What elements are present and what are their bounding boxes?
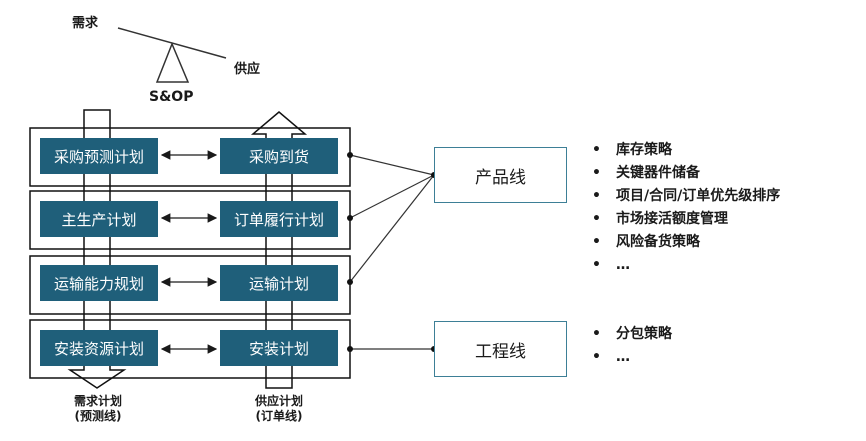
- engineering-line-box: 工程线: [434, 321, 567, 377]
- product-strategy-list: 库存策略 关键器件储备 项目/合同/订单优先级排序 市场接活额度管理 风险备货策…: [590, 139, 780, 277]
- sop-label: S&OP: [149, 89, 194, 105]
- list-item: 项目/合同/订单优先级排序: [590, 185, 780, 208]
- supply-label: 供应: [234, 62, 261, 77]
- connector-dots: [347, 152, 437, 352]
- box-procurement-arrival: 采购到货: [220, 138, 338, 174]
- box-procurement-forecast: 采购预测计划: [40, 138, 158, 174]
- list-item: 市场接活额度管理: [590, 208, 780, 231]
- list-item: …: [590, 346, 672, 369]
- connector-lines: [349, 154, 435, 350]
- balance-icon: [117, 27, 227, 83]
- product-line-box: 产品线: [434, 147, 567, 203]
- list-item: 库存策略: [590, 139, 780, 162]
- double-arrows: [160, 150, 218, 354]
- engineering-strategy-list: 分包策略 …: [590, 323, 672, 369]
- box-install-resource: 安装资源计划: [40, 330, 158, 366]
- list-item: 风险备货策略: [590, 231, 780, 254]
- supply-plan-label: 供应计划 (订单线): [233, 394, 325, 424]
- supply-plan-title: 供应计划: [254, 394, 303, 408]
- demand-plan-label: 需求计划 (预测线): [52, 394, 144, 424]
- list-item: …: [590, 254, 780, 277]
- box-install-plan: 安装计划: [220, 330, 338, 366]
- demand-line-subtitle: (预测线): [74, 409, 122, 423]
- box-transport-capacity: 运输能力规划: [40, 265, 158, 301]
- box-master-production: 主生产计划: [40, 201, 158, 237]
- demand-label: 需求: [72, 16, 99, 31]
- list-item: 关键器件储备: [590, 162, 780, 185]
- box-order-fulfillment: 订单履行计划: [220, 201, 338, 237]
- list-item: 分包策略: [590, 323, 672, 346]
- demand-plan-title: 需求计划: [73, 394, 122, 408]
- box-transport-plan: 运输计划: [220, 265, 338, 301]
- supply-line-subtitle: (订单线): [255, 409, 303, 423]
